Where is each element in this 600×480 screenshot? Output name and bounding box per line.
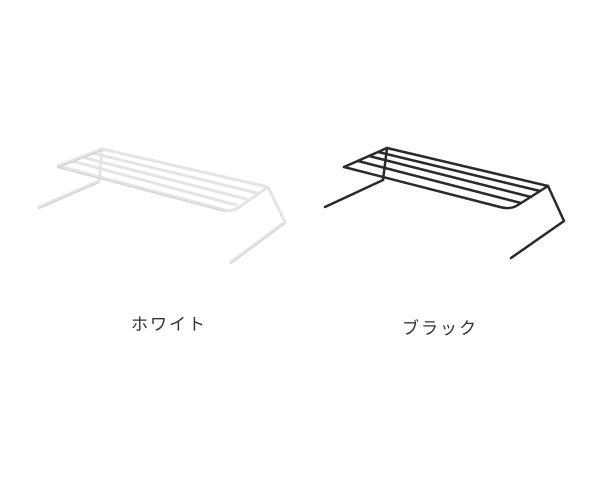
wire-rack-black-icon bbox=[323, 146, 566, 260]
label-white: ホワイト bbox=[131, 315, 207, 335]
label-black: ブラック bbox=[402, 319, 478, 339]
product-black-rack bbox=[300, 0, 600, 300]
product-white-rack bbox=[0, 0, 300, 300]
wire-rack-white-icon bbox=[37, 147, 287, 264]
